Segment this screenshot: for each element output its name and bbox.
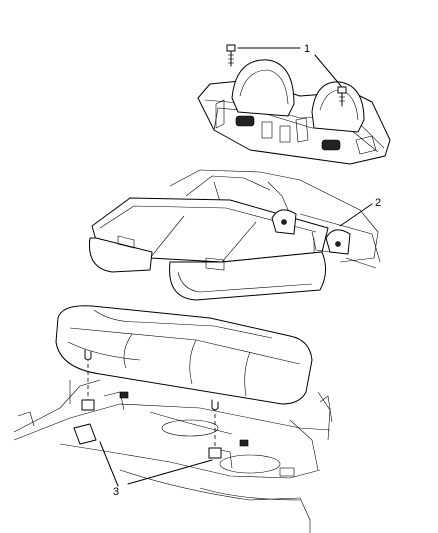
callout-2-label: 2: [375, 197, 381, 209]
callout-1-leaders: [237, 47, 342, 87]
callout-1-label: 1: [304, 43, 310, 55]
seat-cushion: [55, 305, 313, 405]
seat-retainer-clips: [73, 349, 222, 459]
callout-3-leaders: [99, 441, 213, 487]
bolt-right: [337, 86, 347, 107]
folded-seatback-assembly: [88, 169, 381, 301]
floor-pan: [13, 379, 333, 533]
bolt-left: [226, 44, 236, 67]
callout-3-label: 3: [113, 486, 119, 498]
callout-2-leader: [339, 203, 373, 227]
seat-back-bracket-assembly: [197, 59, 391, 165]
